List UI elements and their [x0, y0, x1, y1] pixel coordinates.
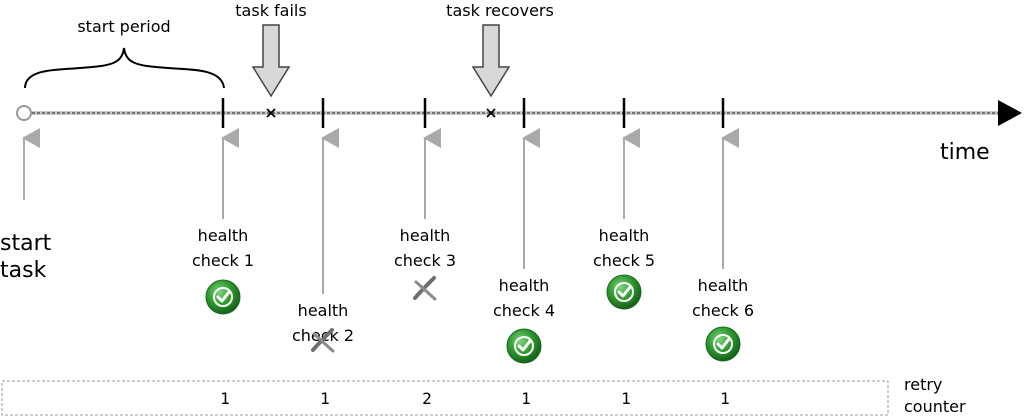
health-check-label-line1: health: [298, 301, 349, 320]
health-check-5: health check 5: [593, 98, 655, 310]
task-fails-arrow-icon: [251, 24, 291, 98]
gray-x-mark-icon: [413, 276, 437, 301]
start-period-brace: [24, 47, 225, 89]
retry-counter-values: 1 1 2 1 1 1: [220, 389, 730, 408]
health-check-3: health check 3: [394, 98, 456, 301]
health-check-label-line1: health: [698, 276, 749, 295]
health-check-label-line2: check 2: [292, 326, 354, 345]
green-checkmark-badge-icon: [606, 274, 642, 310]
retry-counter-label-line1: retry: [904, 375, 942, 394]
green-checkmark-badge-icon: [205, 279, 241, 315]
start-circle-icon: [16, 105, 32, 121]
time-label: time: [940, 140, 990, 165]
retry-counter-value: 1: [220, 389, 230, 408]
retry-counter-label-line2: counter: [904, 397, 966, 416]
green-checkmark-badge-icon: [705, 326, 741, 362]
health-check-2: health check 2: [292, 98, 354, 353]
health-check-label-line1: health: [400, 226, 451, 245]
health-check-label-line1: health: [599, 226, 650, 245]
timeline-axis: [32, 100, 1022, 126]
health-check-label-line2: check 3: [394, 251, 456, 270]
retry-counter-panel: [1, 380, 889, 416]
health-check-label-line2: check 6: [692, 301, 754, 320]
health-check-label-line2: check 5: [593, 251, 655, 270]
health-check-6: health check 6: [692, 98, 754, 362]
health-check-label-line1: health: [499, 276, 550, 295]
fail-event-mark-icon: [266, 108, 276, 118]
recover-event-mark-icon: [486, 108, 496, 118]
retry-counter-value: 1: [621, 389, 631, 408]
start-task-label-line2: task: [0, 258, 47, 283]
retry-counter-value: 1: [320, 389, 330, 408]
task-recovers-label: task recovers: [446, 1, 554, 20]
task-fails-label: task fails: [235, 1, 306, 20]
task-recovers-arrow-icon: [471, 24, 511, 98]
green-checkmark-badge-icon: [506, 328, 542, 364]
health-check-label-line2: check 4: [493, 301, 555, 320]
axis-arrowhead-icon: [998, 100, 1022, 126]
retry-counter-value: 1: [720, 389, 730, 408]
retry-counter-value: 2: [422, 389, 432, 408]
health-check-label-line2: check 1: [192, 251, 254, 270]
start-task-label-line1: start: [0, 231, 52, 256]
health-check-1: health check 1: [192, 98, 254, 315]
gray-x-mark-icon: [311, 328, 335, 353]
health-check-label-line1: health: [198, 226, 249, 245]
start-period-label: start period: [77, 17, 170, 36]
health-check-4: health check 4: [493, 98, 555, 364]
retry-counter-value: 1: [521, 389, 531, 408]
